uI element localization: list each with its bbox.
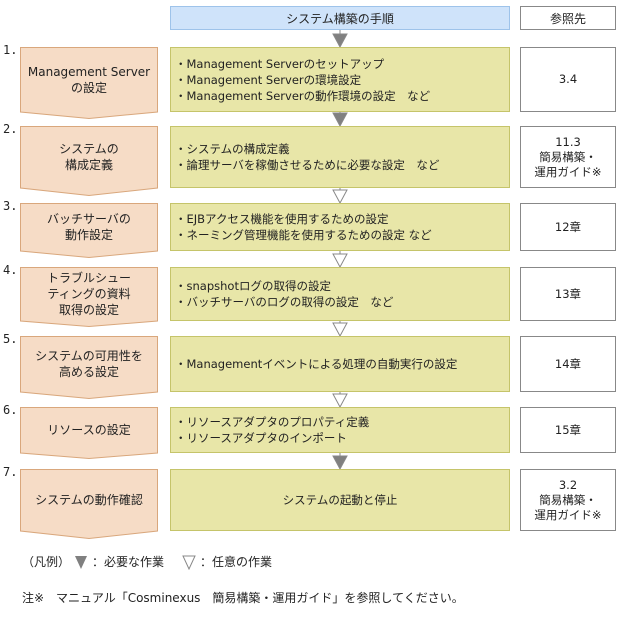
task-item: ・システムの構成定義 xyxy=(175,142,290,156)
reference-box: 3.4 xyxy=(520,47,616,112)
step-label: バッチサーバの動作設定 xyxy=(20,203,158,251)
task-item: ・EJBアクセス機能を使用するための設定 xyxy=(175,212,389,226)
reference-line: 簡易構築・ xyxy=(539,492,597,507)
step-label-line: 構成定義 xyxy=(64,158,113,172)
task-item: ・Management Serverの動作環境の設定 など xyxy=(175,88,431,103)
step-number: 4. xyxy=(3,263,18,277)
reference-line: 14章 xyxy=(554,356,582,371)
reference-box: 14章 xyxy=(520,336,616,392)
optional-arrow-icon xyxy=(332,188,348,203)
reference-line: 3.2 xyxy=(558,477,578,492)
step-label-line: 取得の設定 xyxy=(58,303,119,317)
step-chevron-shape xyxy=(20,203,158,258)
step-chevron-shape xyxy=(20,126,158,196)
task-item: ・Management Serverのセットアップ xyxy=(175,56,385,71)
task-item: ・論理サーバを稼働させるために必要な設定 など xyxy=(175,158,440,172)
task-item: ・リソースアダプタのプロパティ定義 xyxy=(175,415,370,429)
step-label-line: 高める設定 xyxy=(58,365,119,379)
reference-line: 運用ガイド※ xyxy=(534,507,602,522)
task-box: システムの起動と停止 xyxy=(170,469,510,531)
step-chevron-shape xyxy=(20,267,158,327)
reference-line: 11.3 xyxy=(555,134,581,149)
step-box: トラブルシューティングの資料取得の設定 xyxy=(20,267,158,327)
step-label-line: トラブルシュー xyxy=(46,271,131,285)
required-arrow-icon xyxy=(332,30,348,47)
step-label-line: システムの可用性を xyxy=(35,349,143,363)
required-arrow-icon xyxy=(75,555,88,569)
step-label-line: バッチサーバの xyxy=(47,212,131,226)
reference-line: 12章 xyxy=(554,219,582,234)
task-box: ・EJBアクセス機能を使用するための設定・ネーミング管理機能を使用するための設定… xyxy=(170,203,510,251)
reference-box: 15章 xyxy=(520,407,616,453)
reference-header: 参照先 xyxy=(520,6,616,30)
legend: （凡例） ：必要な作業 ：任意の作業 xyxy=(22,553,272,570)
step-label-line: システムの動作確認 xyxy=(35,493,143,507)
reference-header-title: 参照先 xyxy=(549,11,586,26)
task-box: ・snapshotログの取得の設定・バッチサーバのログの取得の設定 など xyxy=(170,267,510,321)
task-box: ・リソースアダプタのプロパティ定義・リソースアダプタのインポート xyxy=(170,407,510,453)
task-item: ・snapshotログの取得の設定 xyxy=(175,279,331,293)
step-label: トラブルシューティングの資料取得の設定 xyxy=(20,267,158,321)
step-label-line: リソースの設定 xyxy=(47,423,131,437)
step-chevron-shape xyxy=(20,47,158,119)
optional-arrow-icon xyxy=(332,251,348,267)
task-item: ・バッチサーバのログの取得の設定 など xyxy=(175,295,394,309)
step-number: 3. xyxy=(3,199,18,213)
reference-line: 簡易構築・ xyxy=(539,149,597,164)
reference-line: 13章 xyxy=(554,286,582,301)
step-label-line: 動作設定 xyxy=(64,228,113,242)
reference-line: 運用ガイド※ xyxy=(534,164,602,179)
step-box: システムの動作確認 xyxy=(20,469,158,539)
reference-box: 12章 xyxy=(520,203,616,251)
step-label-line: の設定 xyxy=(70,80,107,95)
step-label: システムの可用性を高める設定 xyxy=(20,336,158,392)
step-box: システムの構成定義 xyxy=(20,126,158,196)
step-chevron-shape xyxy=(20,407,158,459)
step-box: バッチサーバの動作設定 xyxy=(20,203,158,258)
task-item: ・Managementイベントによる処理の自動実行の設定 xyxy=(175,357,458,371)
step-label: システムの構成定義 xyxy=(20,126,158,188)
reference-line: 15章 xyxy=(554,422,582,437)
step-chevron-shape xyxy=(20,336,158,399)
step-number: 6. xyxy=(3,403,18,417)
reference-box: 13章 xyxy=(520,267,616,321)
task-box: ・Managementイベントによる処理の自動実行の設定 xyxy=(170,336,510,392)
task-item: ・リソースアダプタのインポート xyxy=(175,431,347,445)
procedure-header-title: システム構築の手順 xyxy=(286,11,394,26)
step-label-line: ティングの資料 xyxy=(47,287,131,301)
required-arrow-icon xyxy=(332,112,348,126)
procedure-header: システム構築の手順 xyxy=(170,6,510,30)
legend-prefix: （凡例） xyxy=(22,555,71,569)
optional-arrow-icon xyxy=(332,321,348,336)
legend-required-label: ：必要な作業 xyxy=(92,555,165,569)
step-number: 1. xyxy=(3,43,18,57)
task-item: ・Management Serverの環境設定 xyxy=(175,72,362,87)
footnote: 注※ マニュアル「Cosminexus 簡易構築・運用ガイド」を参照してください… xyxy=(22,591,464,605)
task-item: ・ネーミング管理機能を使用するための設定 など xyxy=(175,228,432,242)
step-number: 5. xyxy=(3,332,18,346)
step-box: システムの可用性を高める設定 xyxy=(20,336,158,399)
reference-line: 3.4 xyxy=(558,72,578,86)
task-box: ・システムの構成定義・論理サーバを稼働させるために必要な設定 など xyxy=(170,126,510,188)
step-label-line: Management Server xyxy=(27,64,151,79)
required-arrow-icon xyxy=(332,453,348,469)
optional-arrow-icon xyxy=(182,555,196,570)
step-label-line: システムの xyxy=(59,142,119,156)
task-box: ・Management Serverのセットアップ・Management Ser… xyxy=(170,47,510,112)
step-label: リソースの設定 xyxy=(20,407,158,453)
step-number: 7. xyxy=(3,465,18,479)
step-number: 2. xyxy=(3,122,18,136)
step-box: リソースの設定 xyxy=(20,407,158,459)
step-chevron-shape xyxy=(20,469,158,539)
step-label: システムの動作確認 xyxy=(20,469,158,531)
legend-optional-label: ：任意の作業 xyxy=(200,555,273,569)
task-item: システムの起動と停止 xyxy=(282,493,398,507)
optional-arrow-icon xyxy=(332,392,348,407)
